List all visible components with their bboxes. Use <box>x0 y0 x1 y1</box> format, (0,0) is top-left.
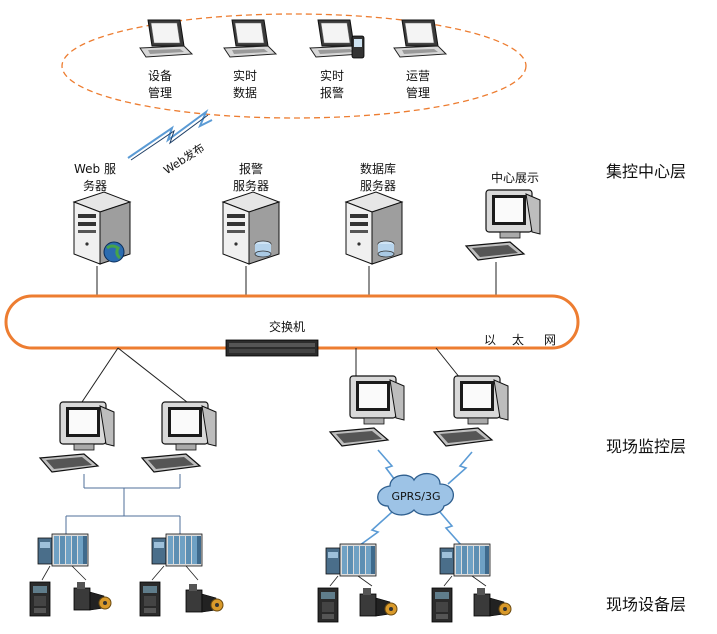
db-server-label-2: 服务器 <box>360 178 396 193</box>
ethernet-char-3: 网 <box>544 333 556 347</box>
gprs-link-plc3 <box>355 511 393 549</box>
client-4-line2: 管理 <box>406 85 430 100</box>
remote-workstation-1 <box>329 375 405 447</box>
drive-2 <box>139 581 161 617</box>
web-publish-label: Web发布 <box>161 140 207 177</box>
web-publish-lightning <box>127 109 213 159</box>
plc-rack-2 <box>151 533 203 567</box>
motor-2 <box>185 583 224 613</box>
plc2-motor-link <box>185 565 199 581</box>
drive-4 <box>431 587 453 623</box>
client-2-line2: 数据 <box>233 85 257 100</box>
alarm-server-icon <box>222 191 280 265</box>
plc1-motor-link <box>71 565 87 581</box>
web-server-label-1: Web 服 <box>74 162 116 176</box>
plc1-drive-link <box>41 565 51 581</box>
client-2-line1: 实时 <box>233 68 257 83</box>
plc-rack-4 <box>439 543 491 577</box>
plc4-drive-link <box>443 575 453 587</box>
link-ring-ws2 <box>117 347 193 407</box>
client-ellipse <box>61 13 527 119</box>
center-display-workstation-icon <box>465 189 541 261</box>
center-display-label: 中心展示 <box>491 170 539 185</box>
laptop-realtime-alarm <box>309 19 365 59</box>
motor-4 <box>473 587 512 617</box>
switch-label: 交换机 <box>269 319 305 334</box>
motor-1 <box>73 581 112 611</box>
client-4-line1: 运营 <box>406 69 430 83</box>
plc3-motor-link <box>357 575 373 587</box>
layer-label-bottom: 现场设备层 <box>606 595 686 614</box>
layer-label-top: 集控中心层 <box>606 162 686 181</box>
client-1-line2: 管理 <box>148 85 172 100</box>
gprs-cloud <box>377 473 454 516</box>
link-ring-ws4 <box>435 347 461 379</box>
db-server-icon <box>345 191 403 265</box>
plc3-drive-link <box>329 575 339 587</box>
gprs-link-ws3 <box>377 449 399 485</box>
client-3-line2: 报警 <box>320 85 344 100</box>
alarm-server-label-1: 报警 <box>239 161 263 176</box>
drive-3 <box>317 587 339 623</box>
gprs-link-plc4 <box>439 511 463 547</box>
ethernet-char-1: 以 <box>484 333 496 347</box>
field-workstation-1 <box>39 401 115 473</box>
motor-3 <box>359 587 398 617</box>
db-server-label-1: 数据库 <box>360 161 396 176</box>
client-3-line1: 实时 <box>320 68 344 83</box>
switch-icon <box>225 339 319 357</box>
web-server-icon <box>73 191 131 265</box>
field-workstation-2 <box>141 401 217 473</box>
gprs-link-ws4 <box>447 451 473 485</box>
client-1-line1: 设备 <box>148 69 172 83</box>
laptop-realtime-data <box>223 19 277 58</box>
plc2-drive-link <box>151 565 165 581</box>
ethernet-char-2: 太 <box>512 332 524 347</box>
drive-1 <box>29 581 51 617</box>
alarm-server-label-2: 服务器 <box>233 178 269 193</box>
remote-workstation-2 <box>433 375 509 447</box>
layer-label-middle: 现场监控层 <box>606 437 686 456</box>
link-ring-ws1 <box>77 347 119 409</box>
plc-rack-3 <box>325 543 377 577</box>
plc4-motor-link <box>471 575 487 587</box>
gprs-label: GPRS/3G <box>391 490 440 503</box>
web-server-label-2: 务器 <box>83 178 107 193</box>
plc-rack-1 <box>37 533 89 567</box>
